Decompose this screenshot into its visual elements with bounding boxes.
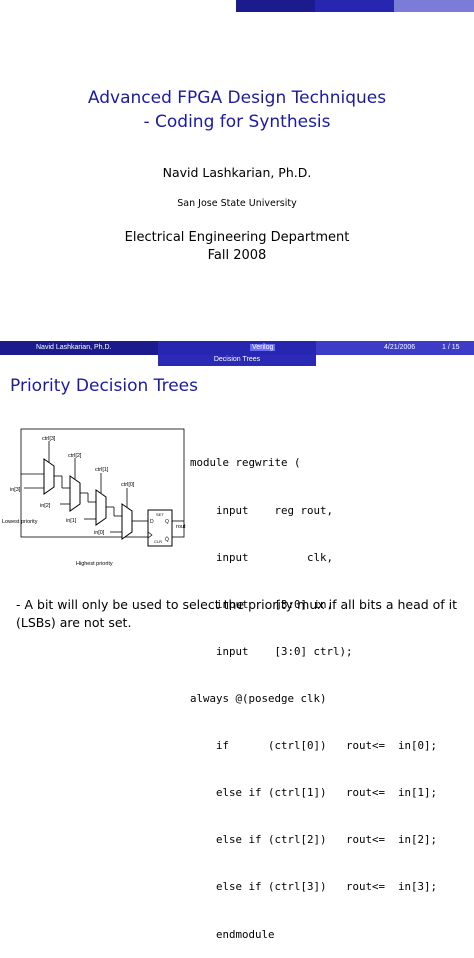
mux-3 — [43, 458, 55, 495]
mux-2 — [69, 475, 81, 512]
code-line: else if (ctrl[3]) rout<= in[3]; — [190, 880, 438, 894]
footer-left: Navid Lashkarian, Ph.D. — [0, 341, 158, 355]
footer-date: 4/21/2006 — [384, 344, 416, 351]
priority-mux-diagram: ctrl[3] ctrl[2] ctrl[1] ctrl[0] in[3] in… — [2, 428, 186, 567]
code-line: module regwrite ( — [190, 456, 301, 470]
footer-section[interactable]: Verilog — [250, 344, 276, 351]
bullet-text: - A bit will only be used to select the … — [16, 597, 458, 630]
code-line: input [3:0] ctrl); — [190, 644, 353, 658]
label-ff-qbar: Q̄ — [165, 536, 169, 543]
footer-right: 4/21/2006 1 / 15 — [316, 341, 474, 355]
label-in3: in[3] — [10, 487, 21, 493]
label-ctrl1: ctrl[1] — [95, 467, 109, 473]
label-in1: in[1] — [66, 518, 77, 524]
label-in2: in[2] — [40, 503, 51, 509]
slide-footer: Navid Lashkarian, Ph.D. Verilog 4/21/200… — [0, 341, 474, 355]
slide-title: Priority Decision Trees — [10, 376, 198, 396]
verilog-code-block: module regwrite ( input reg rout, input … — [190, 424, 437, 958]
code-line: endmodule — [190, 927, 275, 941]
footer-author: Navid Lashkarian, Ph.D. — [36, 344, 112, 351]
code-line: always @(posedge clk) — [190, 691, 327, 705]
code-line: input [3:0] in, — [190, 597, 334, 611]
author-name: Navid Lashkarian, Ph.D. — [162, 165, 312, 180]
label-ff-d: D — [150, 519, 154, 525]
mux-1 — [95, 489, 107, 526]
mux-0 — [121, 503, 133, 540]
label-lowest-priority: Lowest priority — [2, 519, 38, 525]
label-ctrl2: ctrl[2] — [68, 453, 82, 459]
label-ff-set: SET — [156, 512, 164, 517]
footer-middle: Verilog — [158, 341, 316, 355]
label-rout: rout — [176, 524, 186, 530]
label-ctrl0: ctrl[0] — [121, 482, 135, 488]
label-ctrl3: ctrl[3] — [42, 436, 56, 442]
code-line: else if (ctrl[2]) rout<= in[2]; — [190, 833, 438, 847]
institution-name: San Jose State University — [177, 198, 297, 209]
code-line: input clk, — [190, 550, 334, 564]
term-label: Fall 2008 — [207, 248, 267, 263]
flip-flop — [147, 509, 173, 547]
footer-subsection-bar: Decision Trees — [158, 355, 316, 366]
label-ff-q: Q — [165, 519, 169, 525]
presentation-subtitle: - Coding for Synthesis — [143, 112, 331, 132]
footer-page-number: 1 / 15 — [442, 344, 460, 351]
code-line: input reg rout, — [190, 503, 334, 517]
code-line: else if (ctrl[1]) rout<= in[1]; — [190, 786, 438, 800]
code-line: if (ctrl[0]) rout<= in[0]; — [190, 739, 438, 753]
footer-subsection[interactable]: Decision Trees — [213, 356, 261, 363]
label-in0: in[0] — [94, 530, 105, 536]
department-name: Electrical Engineering Department — [124, 230, 350, 245]
label-ff-clr: CLR — [154, 539, 162, 544]
presentation-title: Advanced FPGA Design Techniques — [87, 88, 387, 108]
label-highest-priority: Highest priority — [76, 561, 113, 567]
top-nav-bar — [0, 0, 474, 12]
